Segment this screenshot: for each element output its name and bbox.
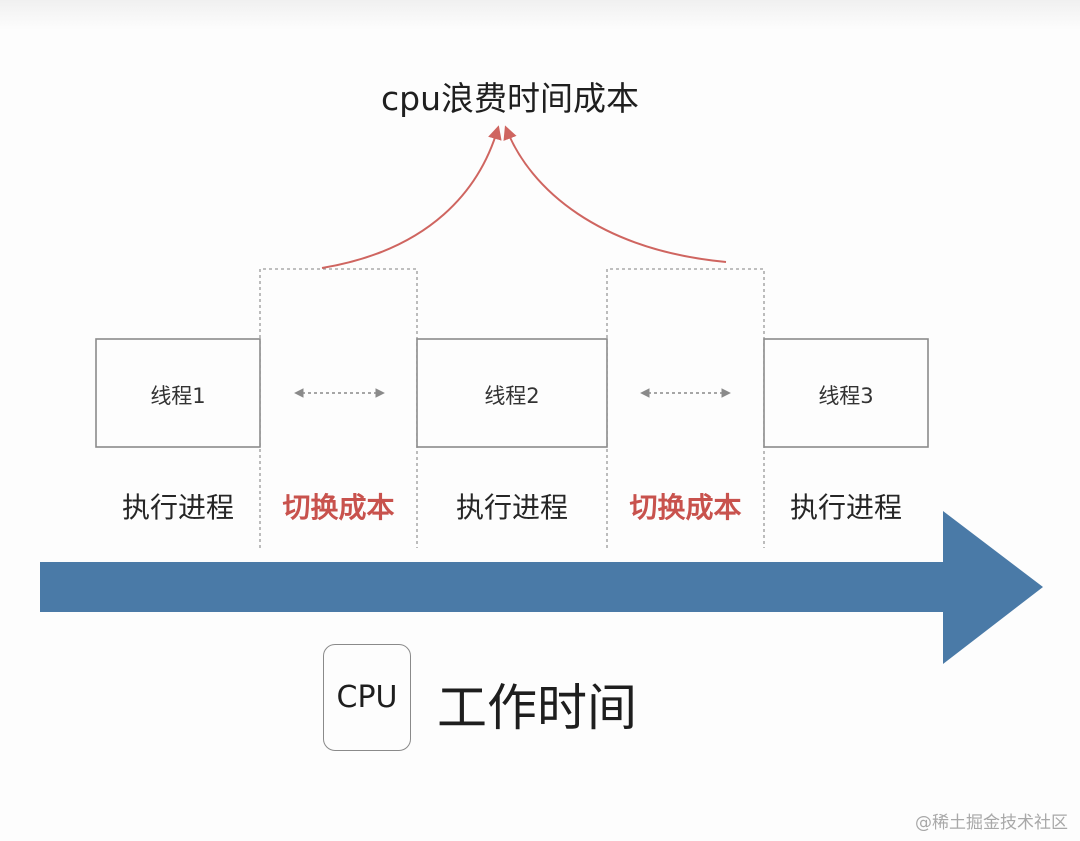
thread-label-2: 线程2 xyxy=(484,384,540,408)
cpu-chip-icon: CPU xyxy=(323,644,411,751)
thread-box-1 xyxy=(95,338,261,448)
time-axis-arrow xyxy=(40,511,1043,664)
phase-switch-label-2: 切换成本 xyxy=(629,491,742,524)
phase-switch-label-1: 切换成本 xyxy=(282,491,395,524)
cpu-chip-label: CPU xyxy=(336,680,398,715)
work-time-label: 工作时间 xyxy=(437,679,637,737)
thread-label-1: 线程1 xyxy=(150,384,206,408)
phase-exec-label-2: 执行进程 xyxy=(455,491,568,524)
top-shade xyxy=(0,0,1080,30)
phase-exec-label-1: 执行进程 xyxy=(121,491,234,524)
waste-cost-title: cpu浪费时间成本 xyxy=(380,79,639,118)
thread-label-3: 线程3 xyxy=(818,384,874,408)
waste-curve-left xyxy=(321,125,502,269)
thread-box-3 xyxy=(763,338,929,448)
waste-curve-right xyxy=(503,125,727,263)
watermark: @稀土掘金技术社区 xyxy=(915,813,1068,833)
phase-exec-label-3: 执行进程 xyxy=(789,491,902,524)
thread-box-2 xyxy=(416,338,608,448)
